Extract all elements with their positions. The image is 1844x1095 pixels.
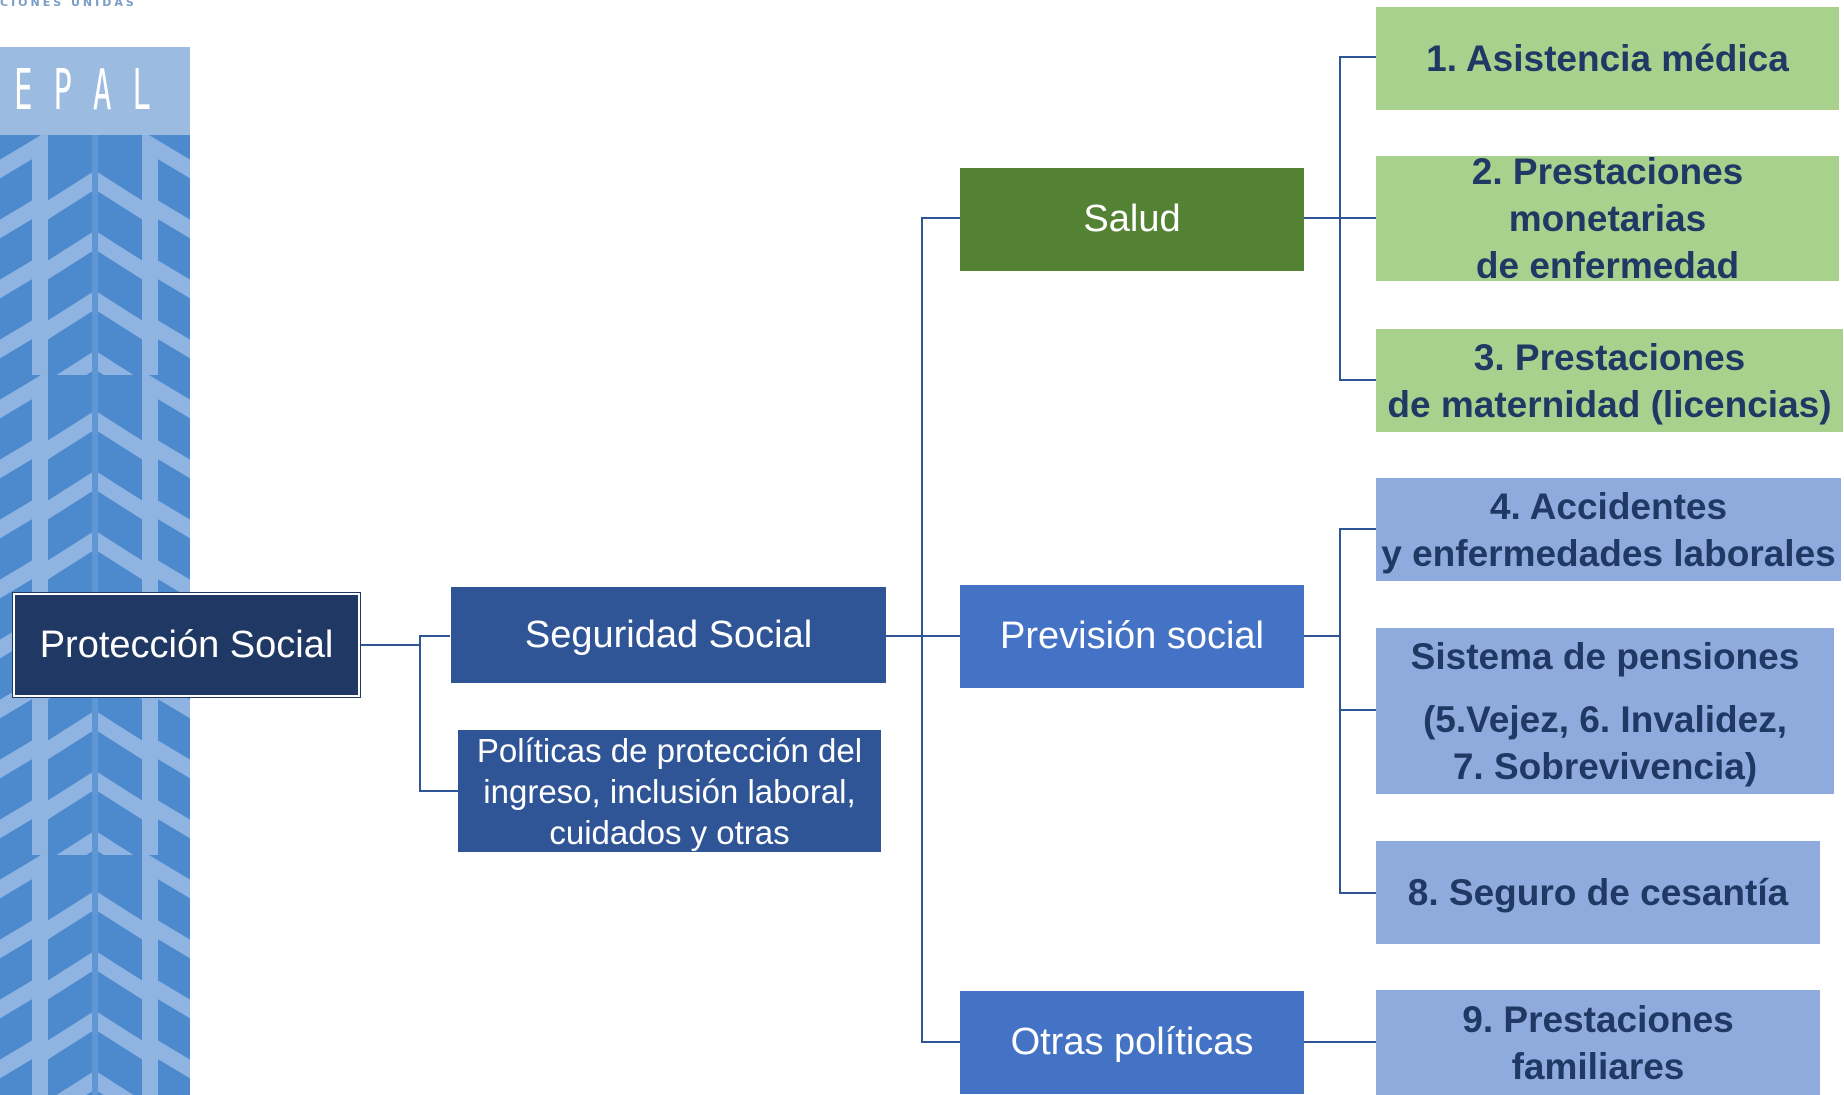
leaf-line: (5.Vejez, 6. Invalidez,: [1422, 698, 1787, 740]
leaf-line: y enfermedades laborales: [1381, 532, 1836, 574]
node-prevision-social: Previsión social: [960, 585, 1304, 688]
leaf-line: de maternidad (licencias): [1387, 383, 1832, 425]
politicas-line: cuidados y otras: [549, 813, 790, 851]
root-label: Protección Social: [39, 623, 334, 666]
leaf-prestaciones-familiares: 9. Prestaciones familiares: [1376, 990, 1820, 1095]
politicas-line: ingreso, inclusión laboral,: [483, 772, 856, 810]
leaf-prestaciones-enfermedad: 2. Prestaciones monetarias de enfermedad: [1376, 151, 1839, 286]
leaf-line: Sistema de pensiones: [1410, 635, 1800, 677]
leaf-line: 9. Prestaciones: [1462, 998, 1734, 1040]
salud-label: Salud: [1083, 198, 1181, 240]
leaf-line: 7. Sobrevivencia): [1452, 745, 1758, 787]
leaf-line: 8. Seguro de cesantía: [1407, 872, 1789, 913]
leaf-line: monetarias: [1508, 198, 1707, 239]
cepal-logo: EPAL: [0, 47, 190, 135]
brand-header-fragment: CIONES UNIDAS: [0, 0, 137, 9]
leaf-line: 4. Accidentes: [1489, 485, 1728, 527]
leaf-line: familiares: [1511, 1045, 1685, 1087]
otras-label: Otras políticas: [1010, 1021, 1254, 1063]
leaf-accidentes-laborales: 4. Accidentes y enfermedades laborales: [1376, 478, 1841, 581]
leaf-line: de enfermedad: [1475, 245, 1740, 286]
leaf-line: 1. Asistencia médica: [1426, 38, 1789, 79]
leaf-asistencia-medica: 1. Asistencia médica: [1376, 7, 1839, 110]
node-politicas-proteccion: Políticas de protección del ingreso, inc…: [458, 730, 881, 852]
leaf-line: 3. Prestaciones: [1473, 336, 1746, 378]
leaf-line: 2. Prestaciones: [1471, 151, 1744, 192]
logo-text: EPAL: [14, 58, 172, 123]
prevision-label: Previsión social: [1000, 615, 1264, 657]
politicas-line: Políticas de protección del: [476, 731, 863, 769]
node-otras-politicas: Otras políticas: [960, 991, 1304, 1094]
node-salud: Salud: [960, 168, 1304, 271]
root-proteccion-social: Protección Social: [12, 592, 361, 698]
seguridad-label: Seguridad Social: [524, 613, 813, 656]
leaf-seguro-cesantia: 8. Seguro de cesantía: [1376, 841, 1820, 944]
leaf-prestaciones-maternidad: 3. Prestaciones de maternidad (licencias…: [1376, 329, 1843, 432]
leaf-sistema-pensiones: Sistema de pensiones (5.Vejez, 6. Invali…: [1376, 628, 1834, 794]
node-seguridad-social: Seguridad Social: [451, 587, 886, 683]
